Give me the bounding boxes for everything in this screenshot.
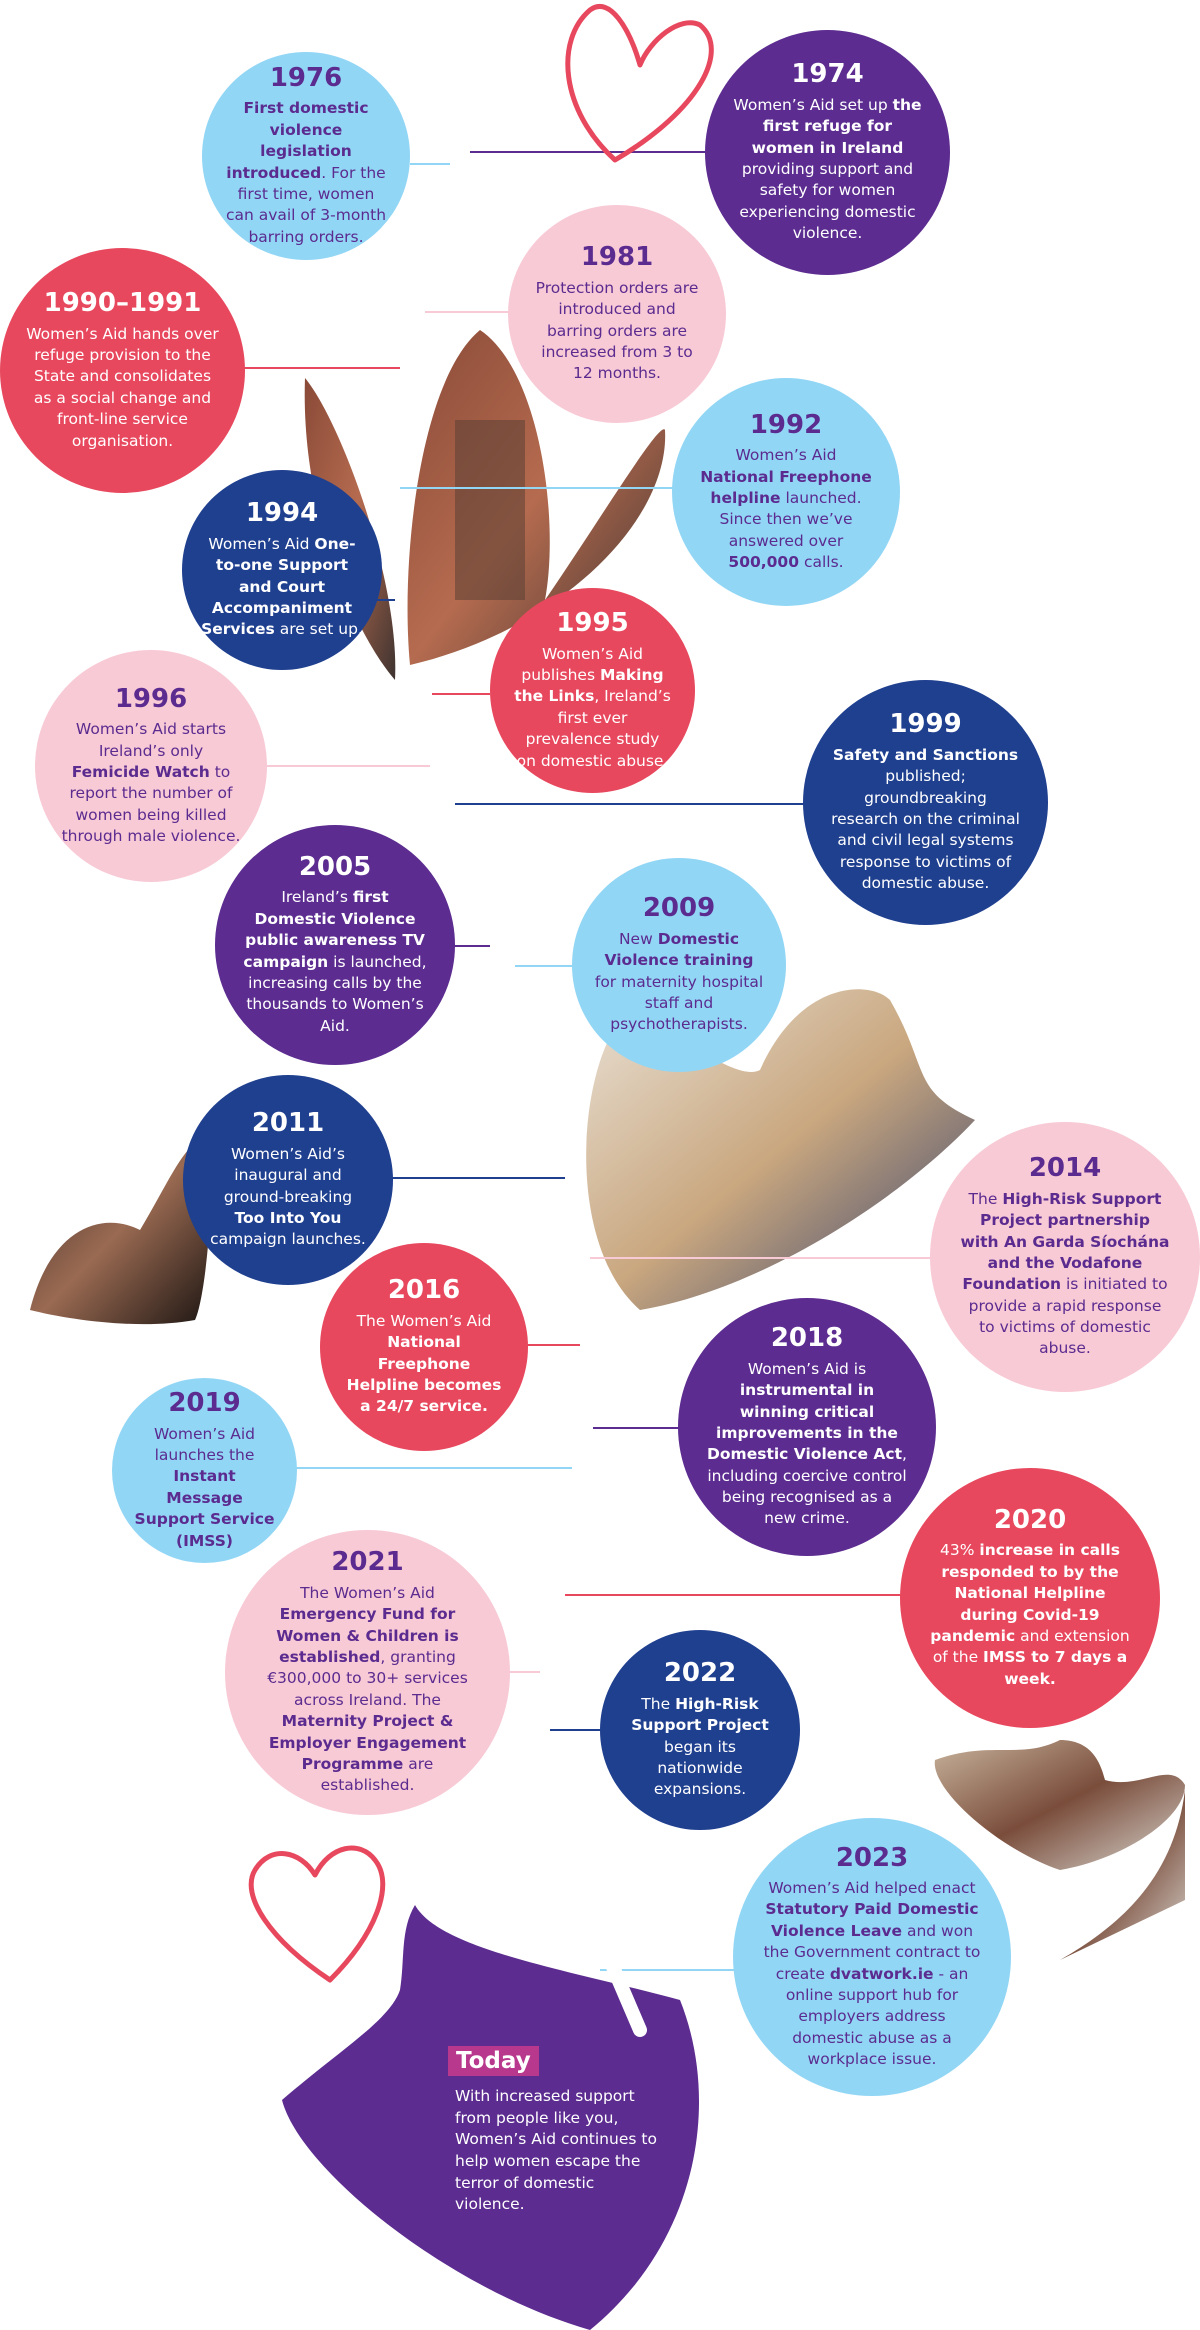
- event-text: Women’s Aid One-to-one Support and Court…: [201, 534, 363, 639]
- event-text: Women’s Aid starts Ireland’s only Femici…: [61, 720, 241, 846]
- event-1994: 1994 Women’s Aid One-to-one Support and …: [182, 470, 382, 670]
- event-text: The High-Risk Support Project began its …: [631, 1694, 769, 1799]
- event-year: 2023: [835, 1842, 909, 1873]
- event-year: 1974: [791, 59, 864, 90]
- event-1999: 1999 Safety and Sanctions published; gro…: [803, 680, 1048, 925]
- event-1996: 1996 Women’s Aid starts Ireland’s only F…: [35, 650, 267, 882]
- event-1995: 1995 Women’s Aid publishes Making the Li…: [490, 588, 695, 793]
- event-2022: 2022 The High-Risk Support Project began…: [600, 1630, 800, 1830]
- event-text: Women’s Aid set up the first refuge for …: [733, 95, 922, 243]
- event-2019: 2019 Women’s Aid launches the Instant Me…: [112, 1378, 297, 1563]
- event-2011: 2011 Women’s Aid’s inaugural and ground-…: [183, 1075, 393, 1285]
- today-text: With increased support from people like …: [455, 2087, 657, 2214]
- event-year: 2009: [642, 893, 716, 924]
- event-text: The High-Risk Support Project partnershi…: [960, 1189, 1170, 1358]
- event-text: Protection orders are introduced and bar…: [535, 278, 699, 383]
- event-year: 2019: [168, 1388, 241, 1419]
- event-text: Ireland’s first Domestic Violence public…: [243, 888, 427, 1035]
- event-text: Women’s Aid helped enact Statutory Paid …: [763, 1879, 981, 2069]
- event-year: 2016: [387, 1275, 461, 1306]
- event-text: Women’s Aid is instrumental in winning c…: [707, 1359, 907, 1528]
- event-year: 2021: [331, 1547, 404, 1578]
- event-year: 2022: [663, 1658, 737, 1689]
- event-2020: 2020 43% increase in calls responded to …: [900, 1468, 1160, 1728]
- event-text: First domestic violence legislation intr…: [225, 99, 387, 246]
- woman-face-photo: [30, 1135, 212, 1325]
- heart-outline-icon: [565, 3, 714, 163]
- event-text: Women’s Aid hands over refuge provision …: [26, 324, 219, 450]
- event-text: New Domestic Violence training for mater…: [594, 929, 764, 1034]
- event-text: Women’s Aid publishes Making the Links, …: [514, 644, 671, 770]
- event-1976: 1976 First domestic violence legislation…: [202, 52, 410, 260]
- event-2021: 2021 The Women’s Aid Emergency Fund for …: [225, 1530, 510, 1815]
- event-1974: 1974 Women’s Aid set up the first refuge…: [705, 30, 950, 275]
- event-1992: 1992 Women’s Aid National Freephone help…: [672, 378, 900, 606]
- event-year: 1992: [749, 409, 823, 440]
- event-year: 2014: [1028, 1153, 1102, 1184]
- event-2016: 2016 The Women’s Aid National Freephone …: [320, 1243, 528, 1451]
- event-year: 2020: [993, 1504, 1067, 1535]
- event-year: 1976: [269, 62, 343, 93]
- event-year: 1981: [580, 242, 654, 273]
- event-1990-1991: 1990–1991 Women’s Aid hands over refuge …: [0, 248, 245, 493]
- event-text: The Women’s Aid Emergency Fund for Women…: [267, 1583, 468, 1795]
- event-text: Safety and Sanctions published; groundbr…: [831, 745, 1020, 893]
- event-2005: 2005 Ireland’s first Domestic Violence p…: [215, 825, 455, 1065]
- event-1981: 1981 Protection orders are introduced an…: [508, 205, 726, 423]
- event-2023: 2023 Women’s Aid helped enact Statutory …: [733, 1818, 1011, 2096]
- event-text: The Women’s Aid National Freephone Helpl…: [346, 1311, 502, 1416]
- event-year: 1996: [114, 683, 188, 714]
- today-label: Today: [448, 2046, 539, 2076]
- heart-outline-icon: [248, 1845, 386, 1983]
- event-text: Women’s Aid’s inaugural and ground-break…: [210, 1144, 366, 1249]
- event-year: 2018: [770, 1323, 844, 1354]
- event-year: 1999: [889, 709, 962, 740]
- event-2014: 2014 The High-Risk Support Project partn…: [930, 1122, 1200, 1392]
- event-text: 43% increase in calls responded to by th…: [930, 1541, 1130, 1688]
- event-year: 1994: [245, 498, 319, 529]
- event-year: 2005: [298, 851, 372, 882]
- event-year: 2011: [251, 1108, 325, 1139]
- event-2018: 2018 Women’s Aid is instrumental in winn…: [678, 1298, 936, 1556]
- today-heart-shape: [282, 1905, 700, 2330]
- event-year: 1990–1991: [43, 288, 202, 319]
- event-year: 1995: [556, 608, 629, 639]
- office-photo: [934, 1740, 1185, 1960]
- event-2009: 2009 New Domestic Violence training for …: [572, 858, 786, 1072]
- event-text: Women’s Aid National Freephone helpline …: [700, 446, 872, 572]
- event-text: Women’s Aid launches the Instant Message…: [134, 1424, 275, 1550]
